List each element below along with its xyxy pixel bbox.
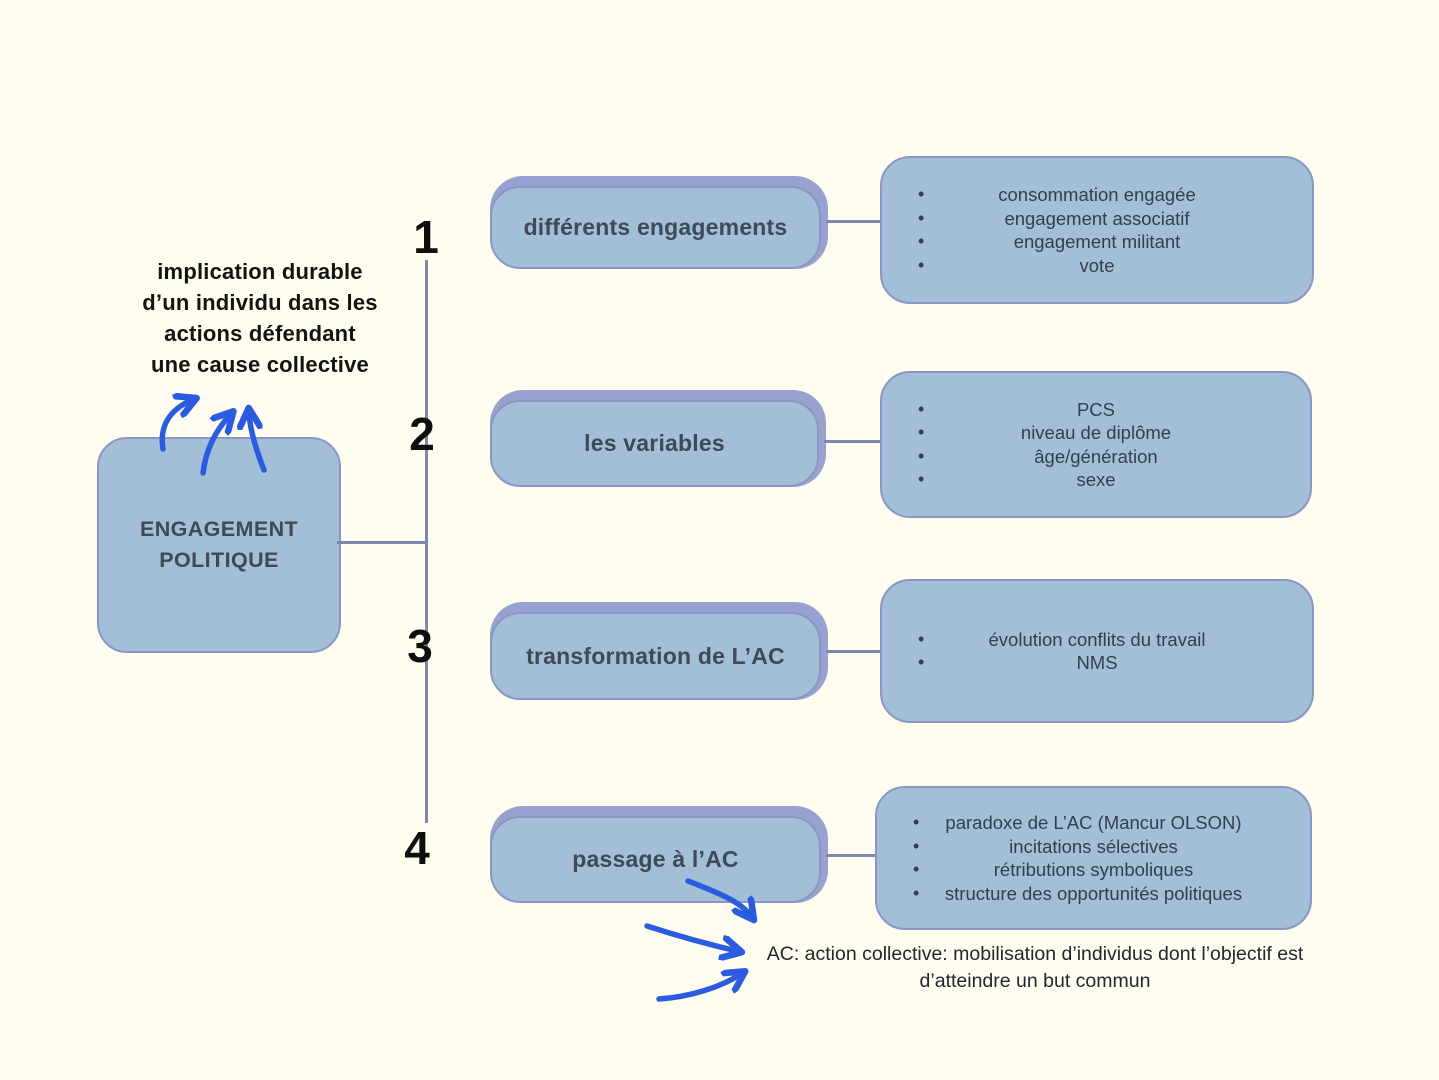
list-item: • consommation engagée (882, 183, 1312, 207)
list-item: • évolution conflits du travail (882, 628, 1312, 652)
definition-line: actions défendant (164, 321, 356, 346)
list-item-text: PCS (1076, 398, 1116, 420)
list-item-text: vote (1079, 254, 1115, 276)
node-engagement-politique: ENGAGEMENT POLITIQUE (97, 437, 341, 653)
list-item: • engagement militant (882, 230, 1312, 254)
node-transformation-ac: transformation de L’AC (490, 602, 828, 700)
bullet-icon: • (918, 254, 925, 275)
list-item-text: niveau de diplôme (1020, 422, 1172, 443)
bullet-icon: • (913, 835, 920, 856)
list-item-text: engagement associatif (1004, 207, 1190, 229)
bullet-icon: • (913, 859, 920, 879)
connector-branch-4 (826, 854, 877, 857)
list-item-text: évolution conflits du travail (988, 628, 1206, 650)
list-item-text: consommation engagée (998, 184, 1196, 205)
bullet-icon: • (918, 231, 925, 251)
branch-number-1: 1 (413, 211, 439, 263)
footnote-line: d’atteindre un but commun (919, 969, 1151, 992)
detail-card-differents-engagements: • consommation engagée • engagement associ… (880, 146, 1325, 304)
footnote-line: AC: action collective: mobilisation d’in… (766, 943, 1304, 965)
branch-number-4: 4 (404, 822, 430, 874)
root-node-label: ENGAGEMENT POLITIQUE (139, 517, 299, 572)
node-les-variables: les variables (490, 390, 826, 487)
bullet-icon: • (918, 469, 925, 489)
branch-label: les variables (584, 430, 725, 456)
bullet-icon: • (918, 422, 925, 442)
branch-number-2: 2 (409, 408, 435, 460)
node-passage-ac: passage à l’AC (490, 806, 828, 903)
bullet-icon: • (918, 628, 925, 649)
list-item: • niveau de diplôme (882, 421, 1310, 445)
list-item: • structure des opportunités politiques (877, 882, 1310, 906)
node-front-panel: différents engagements (490, 186, 821, 269)
root-to-spine-connector (337, 541, 426, 544)
bullet-icon: • (918, 652, 925, 672)
definition-line: d’un individu dans les (142, 290, 378, 315)
connector-branch-2 (824, 440, 882, 443)
node-front-panel: passage à l’AC (490, 816, 821, 903)
list-item: • incitations sélectives (877, 835, 1310, 859)
arrow-right-icon (644, 923, 737, 951)
list-item-text: rétributions symboliques (993, 859, 1194, 880)
detail-card-passage-ac: • paradoxe de L’AC (Mancur OLSON) • incita… (875, 776, 1323, 930)
bullet-icon: • (918, 398, 925, 419)
branch-label: passage à l’AC (572, 846, 739, 872)
list-item-text: incitations sélectives (1009, 835, 1178, 857)
ac-footnote: AC: action collective: mobilisation d’in… (730, 941, 1340, 994)
list-item-text: paradoxe de L’AC (Mancur OLSON) (945, 812, 1242, 833)
definition-line: implication durable (157, 259, 363, 284)
list-item-text: âge/génération (1034, 445, 1158, 467)
bullet-icon: • (913, 882, 920, 903)
node-front-panel: les variables (490, 400, 819, 487)
list-item: • NMS (882, 651, 1312, 675)
list-item: • engagement associatif (882, 207, 1312, 231)
bullet-icon: • (918, 184, 925, 204)
bullet-icon: • (918, 445, 925, 466)
connector-branch-3 (826, 650, 882, 653)
bullet-icon: • (913, 812, 920, 832)
list-item: • rétributions symboliques (877, 858, 1310, 882)
detail-card-transformation-ac: • évolution conflits du travail • NMS (880, 569, 1325, 723)
arrow-up-curve-icon (656, 974, 741, 1002)
branch-label: différents engagements (523, 214, 788, 240)
detail-card-les-variables: •PCS •niveau de diplôme •âge/génération … (880, 361, 1323, 518)
node-front-panel: transformation de L’AC (490, 612, 821, 700)
list-item-text: structure des opportunités politiques (944, 882, 1243, 904)
list-item: • PCS (882, 398, 1310, 422)
connector-branch-1 (826, 220, 882, 223)
list-item-text: NMS (1076, 652, 1118, 673)
list-item: • vote (882, 254, 1312, 278)
spine-line (425, 260, 428, 823)
definition-text: implication durable d’un individu dans l… (100, 256, 420, 380)
list-item: • âge/génération (882, 445, 1310, 469)
definition-line: une cause collective (151, 352, 369, 377)
node-differents-engagements: différents engagements (490, 176, 828, 269)
list-item-text: sexe (1076, 469, 1116, 490)
branch-number-3: 3 (407, 620, 433, 672)
bullet-icon: • (918, 207, 925, 228)
list-item: • paradoxe de L’AC (Mancur OLSON) (877, 811, 1310, 835)
list-item-text: engagement militant (1013, 231, 1181, 252)
branch-label: transformation de L’AC (526, 642, 785, 669)
list-item: • sexe (882, 468, 1310, 492)
